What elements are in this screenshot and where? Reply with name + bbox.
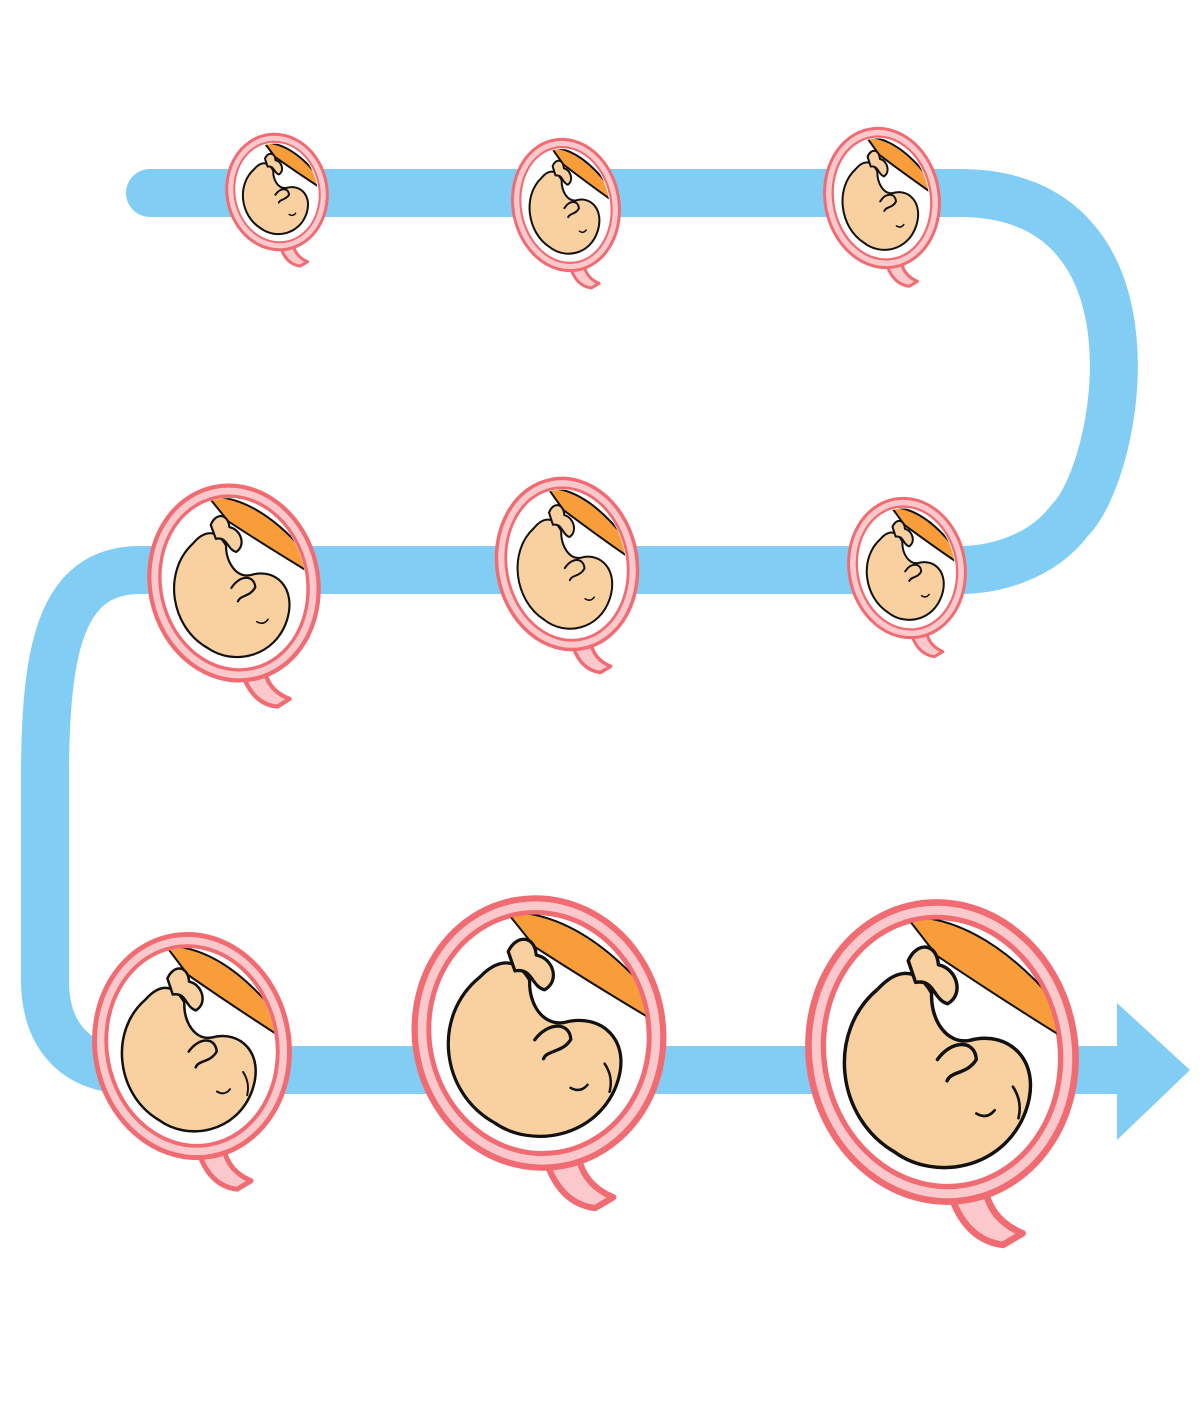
stage-3-uterus xyxy=(823,126,941,288)
fetus-arm-icon xyxy=(274,188,291,204)
fetus-arm-icon xyxy=(230,576,257,603)
fetus-body-icon xyxy=(842,971,1033,1170)
fetus-eye-icon xyxy=(578,229,587,234)
stage-5-uterus xyxy=(494,476,640,675)
fetus-leg-icon xyxy=(906,945,959,1006)
fetus-arm-icon xyxy=(563,201,580,219)
fetus-arm-icon xyxy=(904,563,923,582)
fetus-eye-icon xyxy=(584,596,596,601)
stage-4-uterus xyxy=(147,483,321,709)
fetus-eye-icon xyxy=(975,1108,997,1118)
fetus-body-icon xyxy=(120,986,257,1133)
fetus-eye-icon xyxy=(569,1083,589,1092)
fetus-body-icon xyxy=(446,961,623,1138)
fetus-hair-icon xyxy=(242,1070,249,1097)
stage-1-uterus xyxy=(225,132,329,268)
fetus-arm-icon xyxy=(533,1024,573,1061)
fetus-leg-icon xyxy=(263,152,284,176)
fetus-arm-icon xyxy=(935,1042,979,1083)
fetus-hair-icon xyxy=(1011,1085,1021,1120)
fetus-body-icon xyxy=(841,161,919,251)
fetus-eye-icon xyxy=(895,223,905,228)
stage-7-uterus xyxy=(92,931,292,1192)
fetus-arm-icon xyxy=(563,558,586,582)
stage-2-uterus xyxy=(511,137,621,290)
fetus-eye-icon xyxy=(215,1088,232,1095)
stage-8-uterus xyxy=(411,895,667,1212)
fetus-body-icon xyxy=(516,518,614,630)
fetus-eye-icon xyxy=(920,593,930,598)
arrow-head-icon xyxy=(1117,1003,1190,1140)
stage-9-uterus xyxy=(805,899,1079,1249)
fetus-leg-icon xyxy=(209,514,243,554)
stage-6-uterus xyxy=(847,496,967,659)
fetus-arm-icon xyxy=(879,193,897,212)
fetus-eye-icon xyxy=(256,618,269,625)
fetus-leg-icon xyxy=(891,519,914,548)
fetus-eye-icon xyxy=(288,212,297,217)
fetus-leg-icon xyxy=(166,967,204,1012)
stages-group xyxy=(92,126,1079,1249)
fetus-hair-icon xyxy=(603,1062,612,1093)
fetus-body-icon xyxy=(528,170,601,255)
fetus-body-icon xyxy=(865,531,945,621)
fetus-leg-icon xyxy=(551,159,573,186)
fetus-leg-icon xyxy=(506,937,555,992)
fetus-body-icon xyxy=(172,532,291,659)
fetus-leg-icon xyxy=(547,504,576,539)
fetus-leg-icon xyxy=(866,149,889,178)
fetus-arm-icon xyxy=(187,1039,218,1069)
